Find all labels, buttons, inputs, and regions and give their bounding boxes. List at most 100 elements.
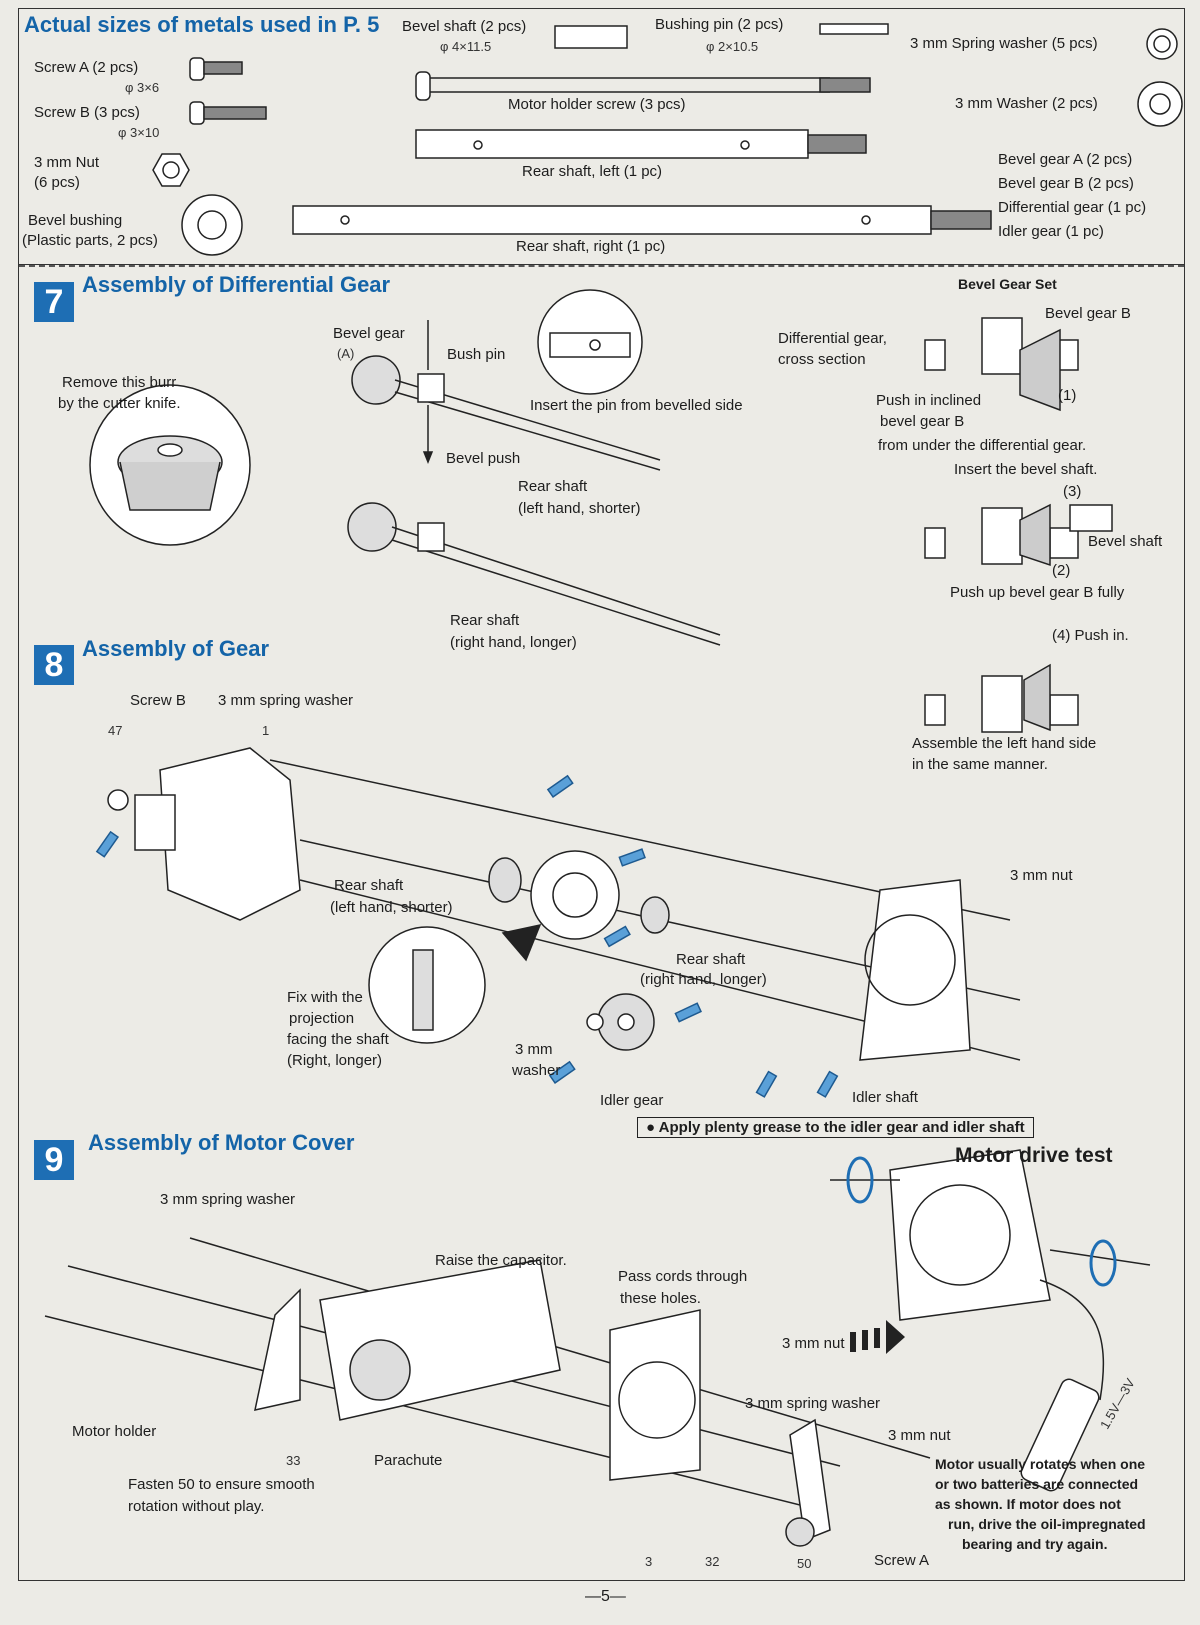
parachute-label: Parachute <box>374 1452 443 1469</box>
raise-capacitor-label: Raise the capacitor. <box>435 1252 567 1269</box>
gear-item-bevel-b: Bevel gear B (2 pcs) <box>998 175 1134 192</box>
spring-washer-9-mid: 3 mm spring washer <box>745 1395 881 1412</box>
metals-title: Actual sizes of metals used in P. 5 <box>24 12 380 37</box>
fasten-note-line1: Fasten 50 to ensure smooth <box>128 1476 315 1493</box>
rear-shaft-left-7-line1: Rear shaft <box>518 478 588 495</box>
motor-holder-screw-icon <box>415 71 871 101</box>
motor-note-line4: run, drive the oil-impregnated <box>948 1516 1146 1532</box>
diff-shaft-lower-illustration <box>347 502 721 646</box>
step-9-title: Assembly of Motor Cover <box>88 1130 355 1155</box>
rear-shaft-right-8-line1: Rear shaft <box>676 951 746 968</box>
nut-icon <box>152 153 190 187</box>
diff-cross-line1: Differential gear, <box>778 330 887 347</box>
screw-b-icon <box>189 101 267 125</box>
washer-icon <box>1137 81 1183 127</box>
spring-washer-label: 3 mm Spring washer (5 pcs) <box>910 35 1098 52</box>
gear-item-idler: Idler gear (1 pc) <box>998 223 1104 240</box>
pass-cords-line2: these holes. <box>620 1290 701 1307</box>
rotation-arrow-icons <box>846 1156 1117 1287</box>
bevel-step1-line1: Push in inclined <box>876 392 982 409</box>
nut-9-label-1: 3 mm nut <box>782 1335 845 1352</box>
fix-note-line4: (Right, longer) <box>287 1052 383 1069</box>
bevel-bushing-label-line2: (Plastic parts, 2 pcs) <box>22 232 158 249</box>
washer-8-line1: 3 mm <box>515 1041 553 1058</box>
bevel-gear-set-illustration <box>924 317 1113 733</box>
motor-drive-test-illustration <box>830 1149 1151 1492</box>
screw-b-label: Screw B (3 pcs) <box>34 104 140 121</box>
pin-insert-illustration <box>537 289 643 395</box>
part-47-label: 47 <box>108 723 123 738</box>
fasten-note-line2: rotation without play. <box>128 1498 265 1515</box>
screw-a-label: Screw A (2 pcs) <box>34 59 139 76</box>
bevel-push-label: Bevel push <box>446 450 521 467</box>
rear-shaft-right-icon <box>292 205 992 235</box>
rear-shaft-left-8-line1: Rear shaft <box>334 877 404 894</box>
bevel-bushing-label-line1: Bevel bushing <box>28 212 123 229</box>
bushing-pin-label: Bushing pin (2 pcs) <box>655 16 784 33</box>
screw-a-9-label: Screw A <box>874 1552 930 1569</box>
bevel-gear-a-label-line1: Bevel gear <box>333 325 405 342</box>
motor-test-title: Motor drive test <box>955 1144 1113 1167</box>
bevel-step4-label: (4) Push in. <box>1052 627 1129 644</box>
step-7-title: Assembly of Differential Gear <box>82 272 391 297</box>
steps-panel-frame <box>18 264 1185 1581</box>
screw-b-8-label: Screw B <box>130 692 186 709</box>
page-number: —5— <box>585 1588 626 1605</box>
rear-shaft-right-7-line2: (right hand, longer) <box>450 634 577 651</box>
motor-holder-screw-label: Motor holder screw (3 pcs) <box>508 96 686 113</box>
step-9-badge: 9 <box>34 1140 74 1180</box>
nut-label-line1: 3 mm Nut <box>34 154 100 171</box>
rear-shaft-right-8-line2: (right hand, longer) <box>640 971 767 988</box>
gear-item-bevel-a: Bevel gear A (2 pcs) <box>998 151 1133 168</box>
bevel-shaft-label: Bevel shaft (2 pcs) <box>402 18 527 35</box>
motor-note-line3: as shown. If motor does not <box>935 1496 1121 1512</box>
bush-pin-label: Bush pin <box>447 346 506 363</box>
bushing-pin-size: φ 2×10.5 <box>706 39 759 54</box>
motor-holder-label: Motor holder <box>72 1423 157 1440</box>
burr-note-line1: Remove this burr <box>62 374 177 391</box>
bevel-shaft-icon <box>554 25 628 49</box>
bevel-gear-a-label-line2: (A) <box>337 346 355 361</box>
washer-label: 3 mm Washer (2 pcs) <box>955 95 1098 112</box>
motor-note-line2: or two batteries are connected <box>935 1476 1139 1492</box>
spring-washer-8-label: 3 mm spring washer <box>218 692 354 709</box>
bushing-pin-icon <box>819 23 889 35</box>
part-50-label: 50 <box>797 1556 812 1571</box>
spring-washer-9-top: 3 mm spring washer <box>160 1191 296 1208</box>
motor-note-line1: Motor usually rotates when one <box>935 1456 1146 1472</box>
fix-note-line3: facing the shaft <box>287 1031 389 1048</box>
bevel-step2-label: Push up bevel gear B fully <box>950 584 1125 601</box>
motor-cover-illustration <box>44 1237 931 1547</box>
diff-shaft-upper-illustration <box>351 320 661 471</box>
burr-gear-illustration <box>89 384 251 546</box>
idler-gear-label: Idler gear <box>600 1092 664 1109</box>
screw-a-size: φ 3×6 <box>125 80 160 95</box>
rear-shaft-left-7-line2: (left hand, shorter) <box>518 500 641 517</box>
bevel-step3-num: (3) <box>1063 483 1082 500</box>
screw-a-icon <box>189 57 243 81</box>
bevel-bushing-icon <box>181 194 243 256</box>
washer-8-line2: washer <box>512 1062 561 1079</box>
nut-8-label: 3 mm nut <box>1010 867 1073 884</box>
step-7-badge: 7 <box>34 282 74 322</box>
part-3-label: 3 <box>645 1554 653 1569</box>
nut-9-label-2: 3 mm nut <box>888 1427 951 1444</box>
metals-panel-frame <box>18 8 1185 266</box>
grease-note: ● Apply plenty grease to the idler gear … <box>637 1117 1034 1138</box>
gear-item-differential: Differential gear (1 pc) <box>998 199 1147 216</box>
part-1-label: 1 <box>262 723 270 738</box>
rear-shaft-right-7-line1: Rear shaft <box>450 612 520 629</box>
bevel-shaft-label-7: Bevel shaft <box>1088 533 1163 550</box>
part-33-label: 33 <box>286 1453 301 1468</box>
bevel-step1-line3: from under the differential gear. <box>878 437 1087 454</box>
idler-shaft-label: Idler shaft <box>852 1089 918 1106</box>
rear-shaft-left-label: Rear shaft, left (1 pc) <box>522 163 663 180</box>
fix-arrow-icon <box>501 923 542 962</box>
motor-note-line5: bearing and try again. <box>962 1536 1108 1552</box>
step-8-badge: 8 <box>34 645 74 685</box>
insert-pin-label: Insert the pin from bevelled side <box>530 397 743 414</box>
assemble-left-line2: in the same manner. <box>912 756 1048 773</box>
spring-washer-icon <box>1146 28 1178 60</box>
